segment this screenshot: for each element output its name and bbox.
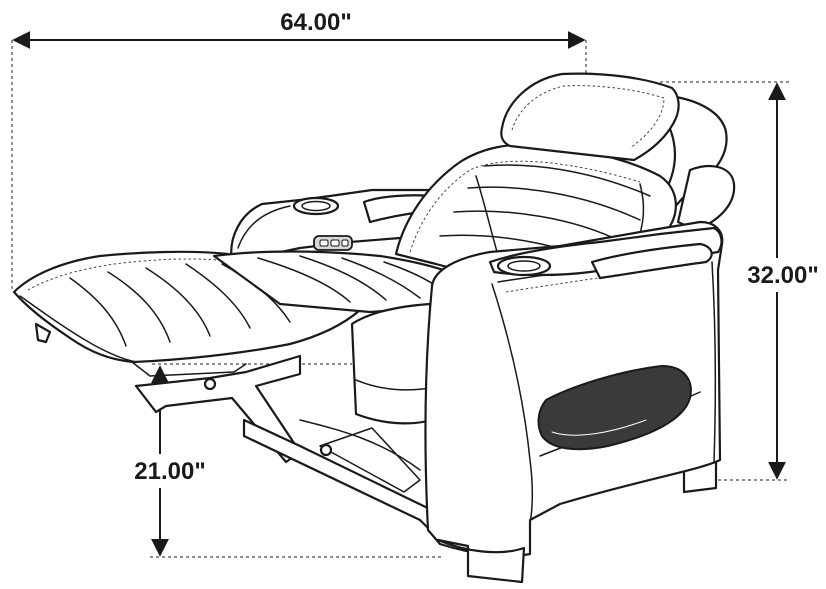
side-storage-panel: [537, 364, 692, 451]
right-cup-holder: [496, 255, 552, 277]
seat-height-dimension: 21.00": [118, 363, 442, 558]
seat-height-label: 21.00": [134, 458, 205, 485]
front-foot: [436, 538, 526, 584]
left-cup-holder: [292, 196, 340, 216]
height-dimension: 32.00": [660, 81, 826, 481]
footrest-mechanism: [134, 354, 302, 464]
recliner-illustration: [12, 72, 736, 584]
width-label: 64.00": [280, 9, 351, 36]
headrest-pillow: [500, 72, 680, 162]
height-label: 32.00": [747, 262, 818, 289]
width-dimension: 64.00": [11, 9, 587, 292]
right-armrest-pad: [590, 242, 713, 280]
seat-front-panel: [350, 302, 434, 425]
